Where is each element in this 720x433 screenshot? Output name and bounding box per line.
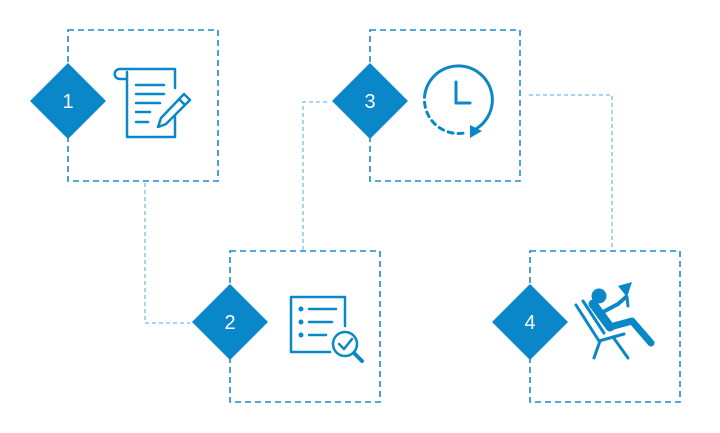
step-2-marker: 2 — [192, 284, 268, 360]
connectors — [144, 94, 613, 324]
checklist-search-icon — [289, 295, 364, 363]
step-1-number: 1 — [62, 91, 73, 113]
step-4-marker: 4 — [492, 284, 568, 360]
step-1-box — [67, 29, 219, 182]
step-1-diamond — [30, 63, 106, 139]
connector-2-to-3 — [302, 101, 330, 250]
step-3-diamond — [332, 63, 408, 139]
step-boxes — [67, 29, 681, 403]
step-2-diamond — [192, 284, 268, 360]
document-edit-icon — [113, 67, 192, 139]
step-4-number: 4 — [524, 312, 535, 334]
connector-3-to-4 — [529, 94, 613, 250]
connector-1-to-2 — [144, 183, 190, 324]
step-3-box — [369, 29, 521, 182]
clock-history-icon — [422, 64, 494, 138]
step-1-marker: 1 — [30, 63, 106, 139]
step-4-diamond — [492, 284, 568, 360]
step-3-number: 3 — [364, 91, 375, 113]
step-4-box — [529, 250, 681, 403]
step-3-marker: 3 — [332, 63, 408, 139]
relaxing-person-icon — [574, 282, 655, 360]
step-2-box — [229, 250, 381, 403]
step-2-number: 2 — [224, 312, 235, 334]
